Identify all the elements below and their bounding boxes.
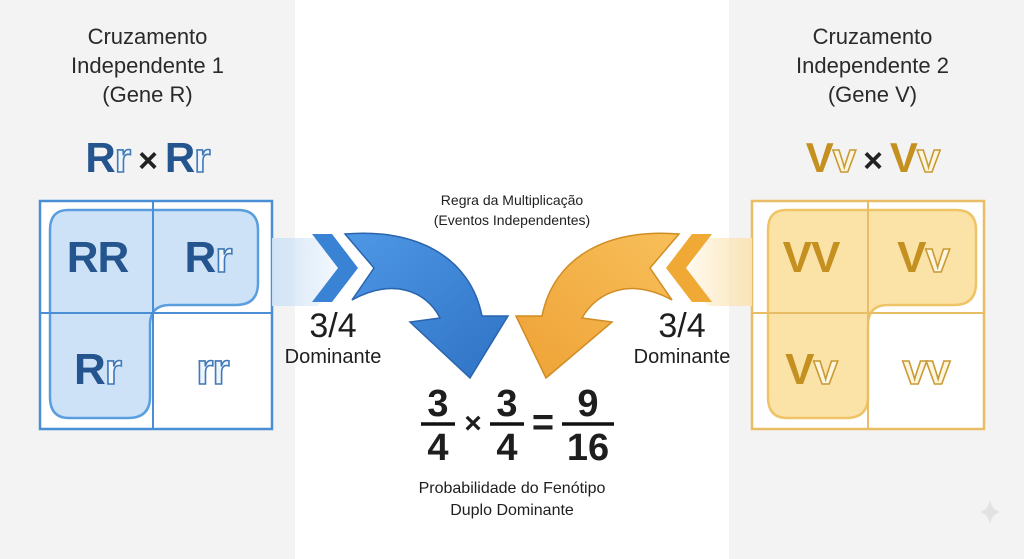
right-cross-a-recessive: v <box>832 133 857 182</box>
left-probability-value: 3/4 <box>309 307 357 345</box>
right-probability-caption: Dominante <box>633 346 731 368</box>
right-cross-title: Cruzamento Independente 2 (Gene V) <box>796 24 949 107</box>
left-cross-operator: × <box>138 142 158 180</box>
fraction-2-numerator: 3 <box>496 383 518 425</box>
fraction-1-numerator: 3 <box>427 383 449 425</box>
left-dominant-highlight <box>48 208 260 420</box>
blue-merge-arrow <box>312 232 510 380</box>
left-punnett-square <box>38 199 340 431</box>
right-cell-3-dominant: V <box>785 345 814 394</box>
equals-operator: = <box>531 402 555 444</box>
right-cross-a-dominant: V <box>805 134 834 181</box>
fraction-1-denominator: 4 <box>427 427 449 469</box>
right-cell-1: VV <box>754 203 868 313</box>
left-cross-title: Cruzamento Independente 1 (Gene R) <box>71 24 224 107</box>
result-numerator: 9 <box>577 383 599 425</box>
left-cell-3-recessive: r <box>104 344 123 395</box>
right-cell-4-recessive: vv <box>902 344 952 395</box>
sparkle-icon <box>980 500 1000 524</box>
right-punnett-square <box>686 199 986 431</box>
right-cell-3-recessive: v <box>813 344 839 395</box>
left-cell-4: rr <box>153 313 272 427</box>
left-probability-label: 3/4 Dominante <box>278 306 388 369</box>
right-cell-2-recessive: v <box>925 232 951 283</box>
right-cross-b-dominant: V <box>889 134 918 181</box>
right-cross-notation: Vv×Vv <box>770 133 975 182</box>
left-cell-3-dominant: R <box>74 345 106 394</box>
right-cell-1-dominant: VV <box>782 233 841 282</box>
blue-chevron-1 <box>312 234 358 302</box>
right-flow-band <box>686 238 752 306</box>
gold-merge-arrow <box>514 232 712 380</box>
gold-curved-arrow <box>514 232 681 380</box>
left-cell-1: RR <box>42 203 153 313</box>
left-cross-b-recessive: r <box>193 133 211 182</box>
multiplication-rule-caption: Regra da Multiplicação (Eventos Independ… <box>433 192 591 228</box>
left-cross-a-dominant: R <box>85 134 115 181</box>
left-cell-2-recessive: r <box>215 232 234 283</box>
right-cross-b-recessive: v <box>916 133 941 182</box>
left-cross-notation: Rr×Rr <box>45 133 250 182</box>
left-cross-b-dominant: R <box>164 134 195 181</box>
fraction-2-denominator: 4 <box>496 427 518 469</box>
result-caption: Probabilidade do Fenótipo Duplo Dominant… <box>418 480 606 519</box>
left-probability-caption: Dominante <box>284 346 382 368</box>
result-denominator: 16 <box>566 427 610 469</box>
blue-curved-arrow <box>343 232 510 380</box>
right-cell-2-dominant: V <box>897 233 926 282</box>
left-cell-1-dominant: RR <box>66 233 130 282</box>
gold-chevron-1 <box>666 234 712 302</box>
right-probability-value: 3/4 <box>658 307 706 345</box>
right-cell-4: vv <box>868 313 984 427</box>
right-cross-operator: × <box>863 142 883 180</box>
left-cross-a-recessive: r <box>114 133 132 182</box>
left-cell-4-recessive: rr <box>196 344 231 395</box>
left-cell-2-dominant: R <box>184 233 217 282</box>
right-probability-label: 3/4 Dominante <box>624 306 740 369</box>
times-operator: × <box>464 407 482 440</box>
